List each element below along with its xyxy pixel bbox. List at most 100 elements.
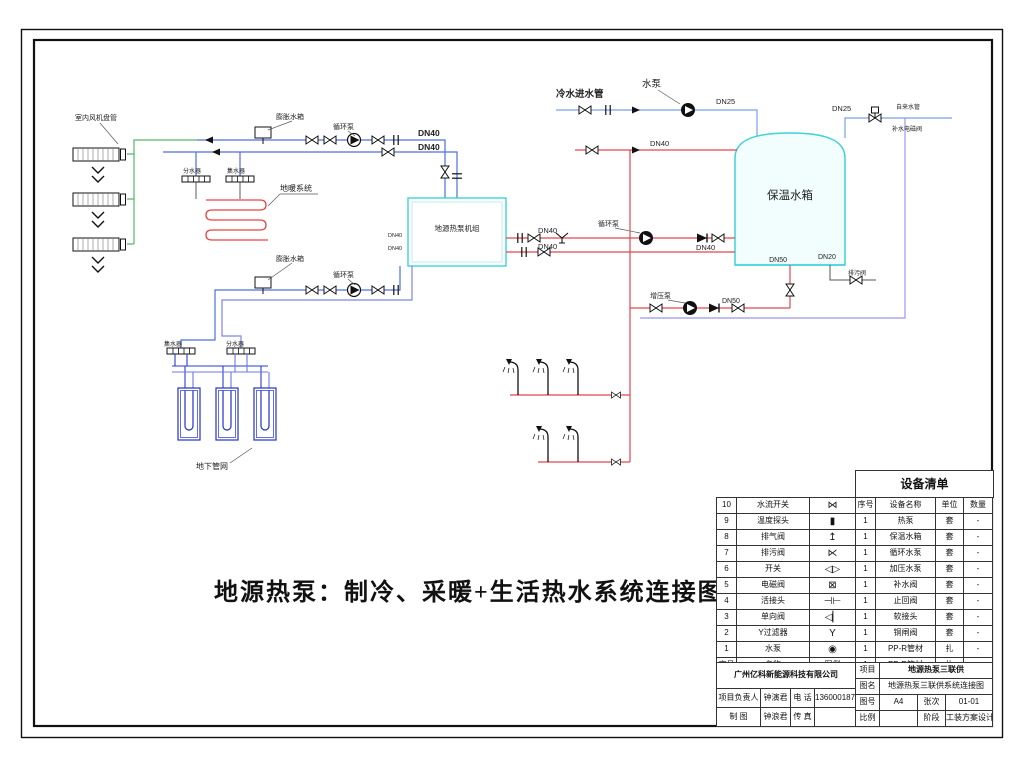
legend-symbol-icon: ⊠ [809, 577, 856, 594]
scale-value [879, 710, 918, 727]
valve-icon [731, 303, 745, 313]
label-dn20: DN20 [818, 254, 836, 261]
device-name: PP-R管材 [875, 641, 936, 658]
label-circulation-pump-2: 循环泵 [333, 270, 354, 279]
label-floor-heating: 地暖系统 [280, 183, 312, 193]
legend-name: 排气阀 [736, 529, 810, 546]
device-unit: 套 [935, 577, 964, 594]
exptank-leader-2 [267, 262, 293, 281]
label-water-pump: 水泵 [642, 78, 662, 90]
valve-icon [785, 283, 795, 297]
device-row: 1 软接头 套 - [855, 609, 993, 626]
devices-header-unit: 单位 [935, 497, 964, 514]
label-collector-2: 集水器 [164, 340, 182, 348]
label-dn50-2: DN50 [722, 298, 740, 305]
label-underground-network: 地下管网 [196, 461, 228, 471]
label-dn40-small-1: DN40 [388, 233, 402, 239]
valve-icon [381, 147, 395, 157]
device-unit: 套 [935, 609, 964, 626]
device-unit: 扎 [935, 641, 964, 658]
device-row: 1 PP-R管材 扎 - [855, 641, 993, 658]
device-name: 循环水泵 [875, 545, 936, 562]
legend-table: 10 水流开关 ⋈ 9 温度探头 ▮ 8 排气阀 ↥ 7 排污阀 ⋉ [716, 497, 856, 674]
solenoid-valve-icon [868, 106, 882, 123]
label-circulation-pump-3: 循环泵 [598, 219, 619, 228]
title-block-project: 项目 地源热泵三联供 图名 地源热泵三联供系统连接图 图号 A4 张次 01-0… [855, 662, 993, 727]
device-name: 加压水泵 [875, 561, 936, 578]
shower-symbol [562, 425, 579, 463]
circulation-pump-symbol [639, 231, 653, 245]
shower-symbol [502, 358, 519, 396]
valve-icon [371, 285, 385, 295]
valve-icon [323, 135, 337, 145]
legend-no: 2 [716, 625, 737, 642]
collector-symbol [166, 347, 196, 355]
sheet-value: 01-01 [945, 694, 993, 711]
drawing-name-row: 图名 地源热泵三联供系统连接图 [855, 678, 993, 695]
circpump-leader [614, 227, 641, 234]
device-qty: - [963, 545, 993, 562]
label-dn50-1: DN50 [769, 257, 787, 264]
legend-name: 单向阀 [736, 609, 810, 626]
legend-no: 4 [716, 593, 737, 610]
down-arrow-icon [91, 211, 105, 228]
drawing-no-label: 图号 [855, 694, 880, 711]
device-row: 1 铜闸阀 套 - [855, 625, 993, 642]
project-label: 项目 [855, 662, 880, 679]
collector-symbol [225, 175, 255, 183]
legend-row: 3 单向阀 ◁▏ [716, 609, 856, 626]
device-unit: 套 [935, 561, 964, 578]
drawing-no-row: 图号 A4 张次 01-01 [855, 694, 993, 711]
devices-table: 序号 设备名称 单位 数量 1 热泵 套 - 1 保温水箱 套 - 1 循环 [855, 497, 993, 674]
legend-row: 2 Y过滤器 Y [716, 625, 856, 642]
device-qty: - [963, 593, 993, 610]
valve-icon [585, 145, 599, 155]
device-unit: 套 [935, 529, 964, 546]
flow-arrow-icon [205, 136, 213, 144]
legend-symbol-icon: Y [809, 625, 856, 642]
legend-row: 9 温度探头 ▮ [716, 513, 856, 530]
label-collector-1: 集水器 [227, 167, 245, 175]
underground-leader [229, 447, 253, 464]
device-name: 补水阀 [875, 577, 936, 594]
device-name: 保温水箱 [875, 529, 936, 546]
flow-arrow-icon [632, 106, 640, 114]
circpump-leader-2 [347, 278, 356, 286]
legend-row: 8 排气阀 ↥ [716, 529, 856, 546]
valve-icon [527, 233, 541, 243]
device-no: 1 [855, 625, 876, 642]
device-unit: 套 [935, 545, 964, 562]
legend-symbol-icon: ▮ [809, 513, 856, 530]
label-dn40-4: DN40 [538, 226, 557, 235]
legend-symbol-icon: ⋈ [809, 497, 856, 514]
flow-arrow-icon [632, 146, 640, 154]
pipe-loop-bus-a [172, 354, 268, 388]
label-dn40-5: DN40 [538, 242, 557, 251]
drawing-name-value: 地源热泵三联供系统连接图 [879, 678, 993, 695]
water-pump-symbol [681, 103, 695, 117]
pipe-blue-source-a [180, 266, 401, 348]
pipe-cold-inlet [556, 109, 758, 136]
label-dn40-3: DN40 [650, 139, 669, 148]
legend-name: 电磁阀 [736, 577, 810, 594]
legend-symbol-icon: ⋉ [809, 545, 856, 562]
valve-icon [323, 285, 337, 295]
legend-row: 4 活接头 ⊣⊢ [716, 593, 856, 610]
valve-icon [440, 165, 450, 179]
scale-row: 比例 阶段 工装方案设计 [855, 710, 993, 727]
device-unit: 套 [935, 625, 964, 642]
device-row: 1 止回阀 套 - [855, 593, 993, 610]
devices-header-no: 序号 [855, 497, 876, 514]
legend-name: 开关 [736, 561, 810, 578]
label-dn25-1: DN25 [716, 97, 735, 106]
device-row: 1 热泵 套 - [855, 513, 993, 530]
device-no: 1 [855, 513, 876, 530]
device-unit: 套 [935, 513, 964, 530]
pipe-blue-source-b [221, 266, 413, 348]
device-no: 1 [855, 593, 876, 610]
label-distributor-1: 分水器 [183, 167, 201, 175]
pipe-loop-bus-b [172, 354, 270, 388]
label-expansion-tank-1: 膨胀水箱 [276, 112, 304, 121]
device-no: 1 [855, 561, 876, 578]
